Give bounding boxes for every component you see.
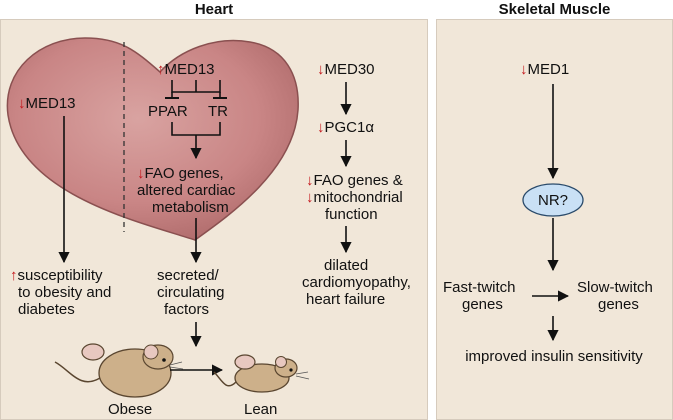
med1-label: ↓MED1 <box>520 61 569 78</box>
lean-mouse-icon <box>213 354 310 393</box>
fast-twitch-line1: Fast-twitch <box>443 279 516 296</box>
ppar-label: PPAR <box>148 103 188 120</box>
arrow-ppar-tr-to-fao <box>171 122 221 158</box>
fao2-line1: ↓FAO genes & <box>306 172 403 189</box>
secreted-line3: factors <box>164 301 209 318</box>
obese-mouse-icon <box>54 343 184 398</box>
muscle-panel-title: Skeletal Muscle <box>436 0 673 19</box>
lean-label: Lean <box>244 401 277 418</box>
muscle-panel-body <box>436 19 673 420</box>
fao-line1: ↓FAO genes, <box>137 165 224 182</box>
med13-left-label: ↓MED13 <box>18 95 76 112</box>
fao2-line2: ↓mitochondrial <box>306 189 403 206</box>
susceptibility-line1: ↑susceptibility <box>10 267 103 284</box>
dilated-line1: dilated <box>324 257 368 274</box>
secreted-line1: secreted/ <box>157 267 220 284</box>
nr-node <box>522 183 584 217</box>
dilated-line3: heart failure <box>306 291 385 308</box>
slow-twitch-line1: Slow-twitch <box>577 279 653 296</box>
slow-twitch-line2: genes <box>598 296 639 313</box>
nr-label: NR? <box>538 192 568 209</box>
heart-panel-title: Heart <box>0 0 428 19</box>
fao2-line3: function <box>325 206 378 223</box>
muscle-panel: Skeletal Muscle <box>436 0 673 420</box>
obese-label: Obese <box>108 401 152 418</box>
heart-shape <box>6 37 299 241</box>
insulin-sensitivity-label: improved insulin sensitivity <box>465 348 643 365</box>
fao-line2: altered cardiac <box>137 182 236 199</box>
med30-label: ↓MED30 <box>317 61 375 78</box>
pgc1a-label: ↓PGC1α <box>317 119 374 136</box>
tr-label: TR <box>208 103 228 120</box>
fao-line3: metabolism <box>152 199 229 216</box>
med13-top-label: ↑MED13 <box>157 61 215 78</box>
fast-twitch-line2: genes <box>462 296 503 313</box>
susceptibility-line2: to obesity and <box>18 284 111 301</box>
dilated-line2: cardiomyopathy, <box>302 274 411 291</box>
secreted-line2: circulating <box>157 284 225 301</box>
susceptibility-line3: diabetes <box>18 301 75 318</box>
